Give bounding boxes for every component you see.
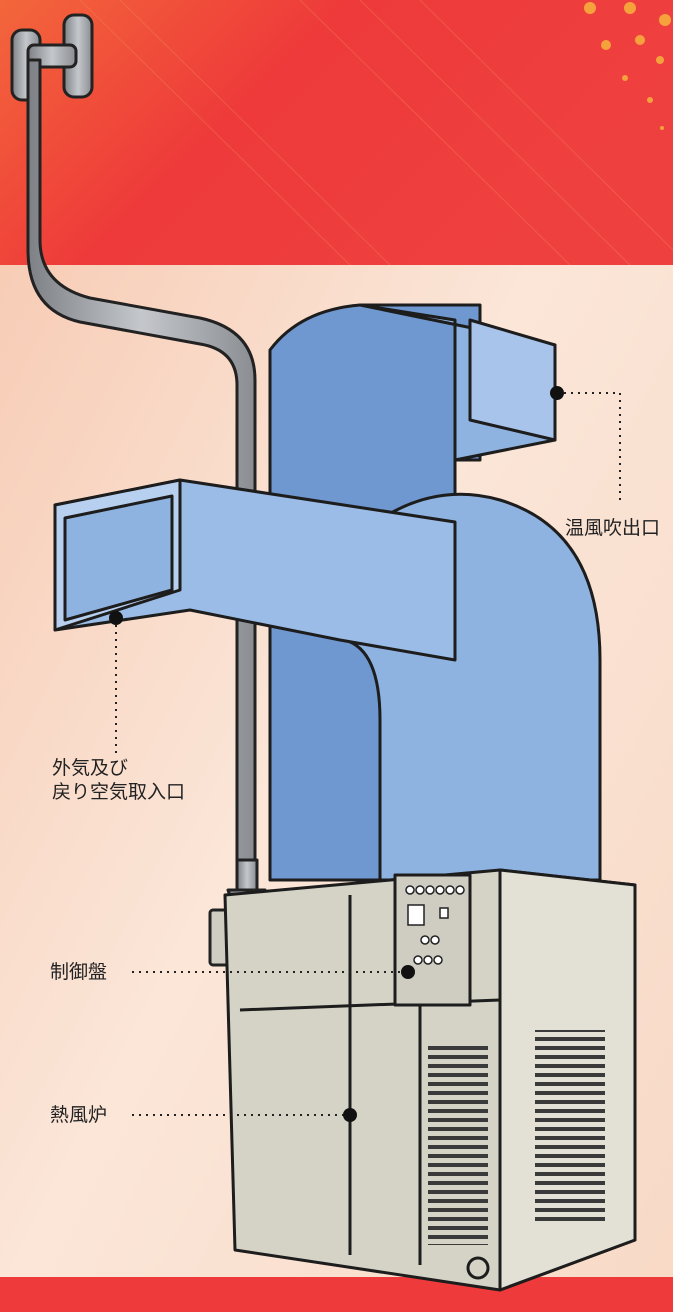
left-vent [428,1045,488,1245]
banner-stripes [79,0,673,266]
label-air-intake: 外気及び 戻り空気取入口 [52,757,186,803]
marker-air-intake [109,611,123,625]
banner-dots [584,2,671,130]
furnace-body [223,868,637,1292]
label-furnace: 熱風炉 [50,1104,108,1126]
control-buttons [405,885,465,965]
top-banner [0,0,673,265]
callout-hot-air-outlet [557,392,621,505]
duct-assembly [53,303,602,882]
label-hot-air-outlet: 温風吹出口 [565,517,661,539]
marker-furnace [343,1108,357,1122]
label-control-panel: 制御盤 [50,961,108,983]
right-vent [535,1030,605,1225]
bottom-bar [0,1277,673,1312]
marker-control-panel [401,965,415,979]
marker-hot-air-outlet [550,386,564,400]
